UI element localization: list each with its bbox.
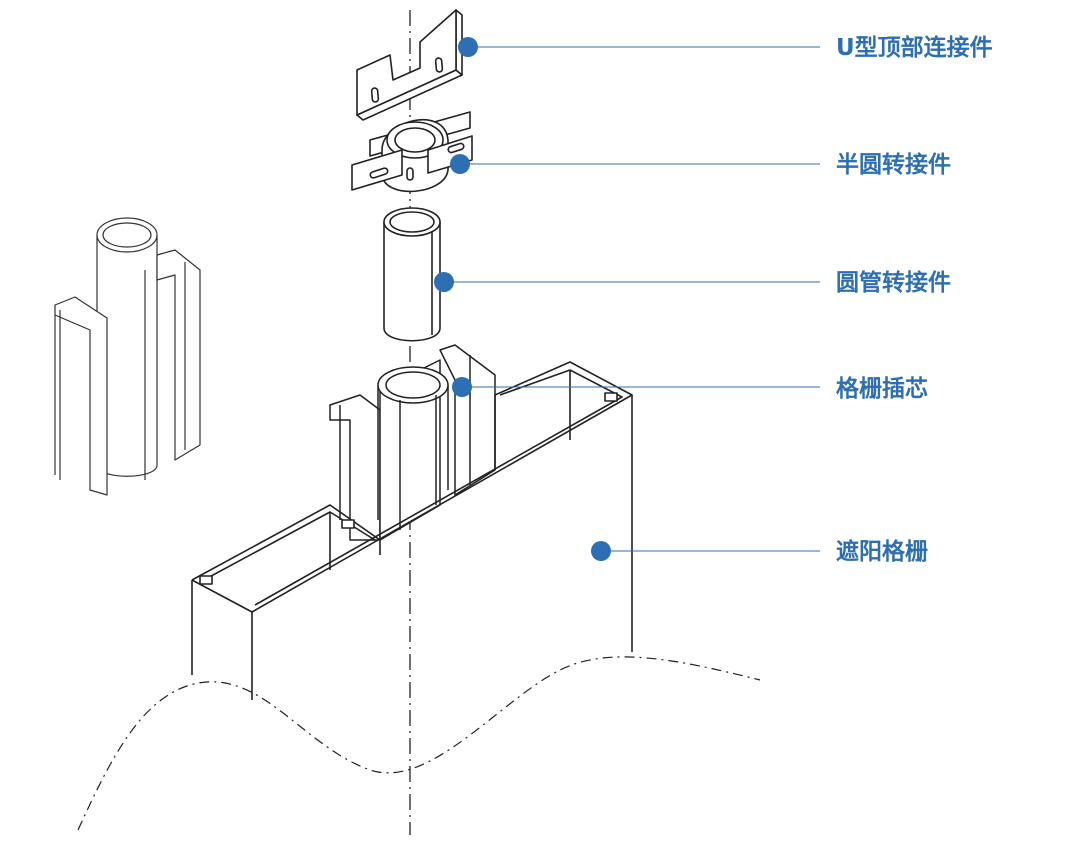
leader-dots: [434, 37, 611, 561]
half-round-connector: [351, 111, 473, 193]
label-round-tube-connector: 圆管转接件: [836, 269, 951, 296]
dot-u-top: [458, 37, 478, 57]
dot-grille: [591, 541, 611, 561]
grille-core: [329, 344, 496, 541]
dot-core: [452, 377, 472, 397]
label-u-top-connector: U型顶部连接件: [836, 34, 993, 61]
break-line: [77, 656, 761, 831]
leader-lines: [444, 46, 820, 552]
label-grille-core: 格栅插芯: [836, 375, 928, 402]
assembled-core-inset: [54, 217, 201, 496]
u-top-connector: [356, 9, 463, 121]
label-half-round-connector: 半圆转接件: [836, 151, 951, 178]
sunshade-grille: [191, 361, 633, 700]
dot-half-round: [450, 154, 470, 174]
dot-tube: [434, 272, 454, 292]
label-sunshade-grille: 遮阳格栅: [836, 538, 928, 565]
round-tube-connector: [383, 207, 441, 342]
